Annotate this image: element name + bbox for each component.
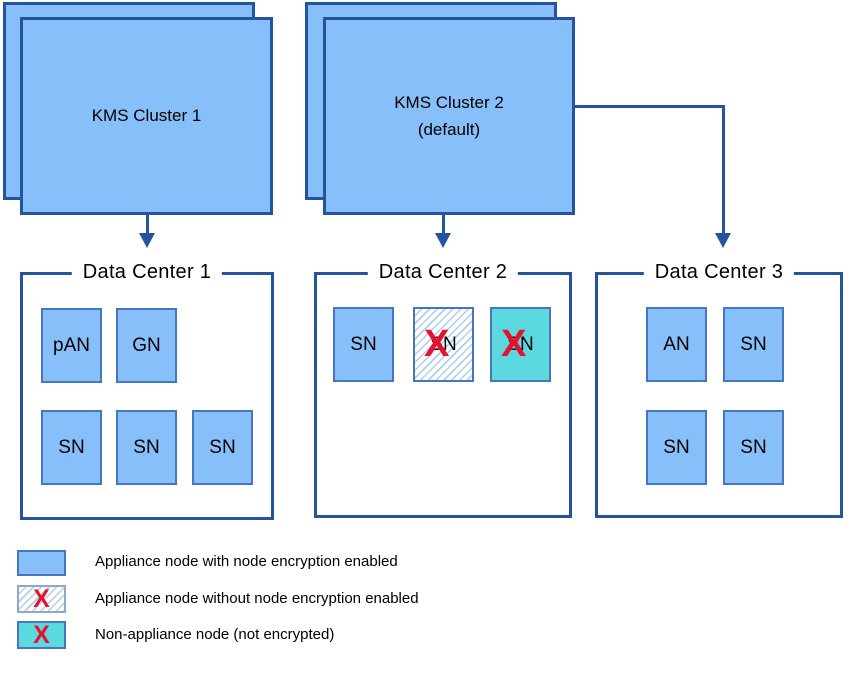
- kms-cluster-2-label: KMS Cluster 2: [394, 92, 504, 112]
- data-center-3-title: Data Center 3: [643, 261, 795, 284]
- node-label: SN: [430, 333, 457, 355]
- arrow-cluster2-to-dc3-vline: [722, 105, 725, 234]
- data-center-2-title: Data Center 2: [367, 261, 519, 284]
- node-sn: SN: [723, 410, 784, 485]
- node-pan: pAN: [41, 308, 102, 383]
- node-label: SN: [663, 436, 690, 458]
- arrow-cluster2-to-dc3-hline: [575, 105, 725, 108]
- node-label: SN: [350, 333, 377, 355]
- kms-cluster-2-box: KMS Cluster 2 (default): [323, 17, 575, 215]
- node-label: SN: [740, 333, 767, 355]
- node-gn: GN: [116, 308, 177, 383]
- arrow-down-icon: [435, 233, 451, 248]
- legend-label: Non-appliance node (not encrypted): [95, 626, 335, 643]
- red-x-icon: X: [33, 620, 50, 649]
- red-x-icon: X: [33, 584, 50, 613]
- legend-swatch-non-appliance: X: [17, 621, 66, 649]
- legend-swatch-appliance-unencrypted: X: [17, 585, 66, 613]
- node-label: SN: [133, 436, 160, 458]
- node-an: AN: [646, 307, 707, 382]
- node-sn-unencrypted: SN X: [413, 307, 474, 382]
- node-label: SN: [209, 436, 236, 458]
- node-sn: SN: [192, 410, 253, 485]
- node-sn: SN: [723, 307, 784, 382]
- node-label: GN: [132, 334, 161, 356]
- legend-label: Appliance node without node encryption e…: [95, 590, 419, 607]
- data-center-1-box: Data Center 1 pAN GN SN SN SN: [20, 261, 274, 520]
- arrow-down-icon: [139, 233, 155, 248]
- data-center-1-title: Data Center 1: [71, 261, 223, 284]
- arrow-down-icon: [715, 233, 731, 248]
- kms-cluster-2-sublabel: (default): [417, 120, 481, 139]
- data-center-2-box: Data Center 2 SN SN X SN X: [314, 261, 572, 518]
- arrow-cluster1-to-dc1-line: [146, 215, 149, 234]
- node-sn: SN: [41, 410, 102, 485]
- node-sn: SN: [116, 410, 177, 485]
- node-label: SN: [507, 333, 534, 355]
- node-label: AN: [663, 333, 690, 355]
- kms-cluster-1-box: KMS Cluster 1: [20, 17, 273, 215]
- data-center-3-box: Data Center 3 AN SN SN SN: [595, 261, 843, 518]
- node-label: SN: [58, 436, 85, 458]
- node-label: pAN: [53, 334, 90, 356]
- node-sn: SN: [646, 410, 707, 485]
- kms-cluster-1-label: KMS Cluster 1: [91, 106, 202, 126]
- arrow-cluster2-to-dc2-line: [442, 215, 445, 234]
- node-sn-non-appliance: SN X: [490, 307, 551, 382]
- legend-swatch-appliance-encrypted: [17, 550, 66, 576]
- legend-label: Appliance node with node encryption enab…: [95, 553, 398, 570]
- node-label: SN: [740, 436, 767, 458]
- node-sn: SN: [333, 307, 394, 382]
